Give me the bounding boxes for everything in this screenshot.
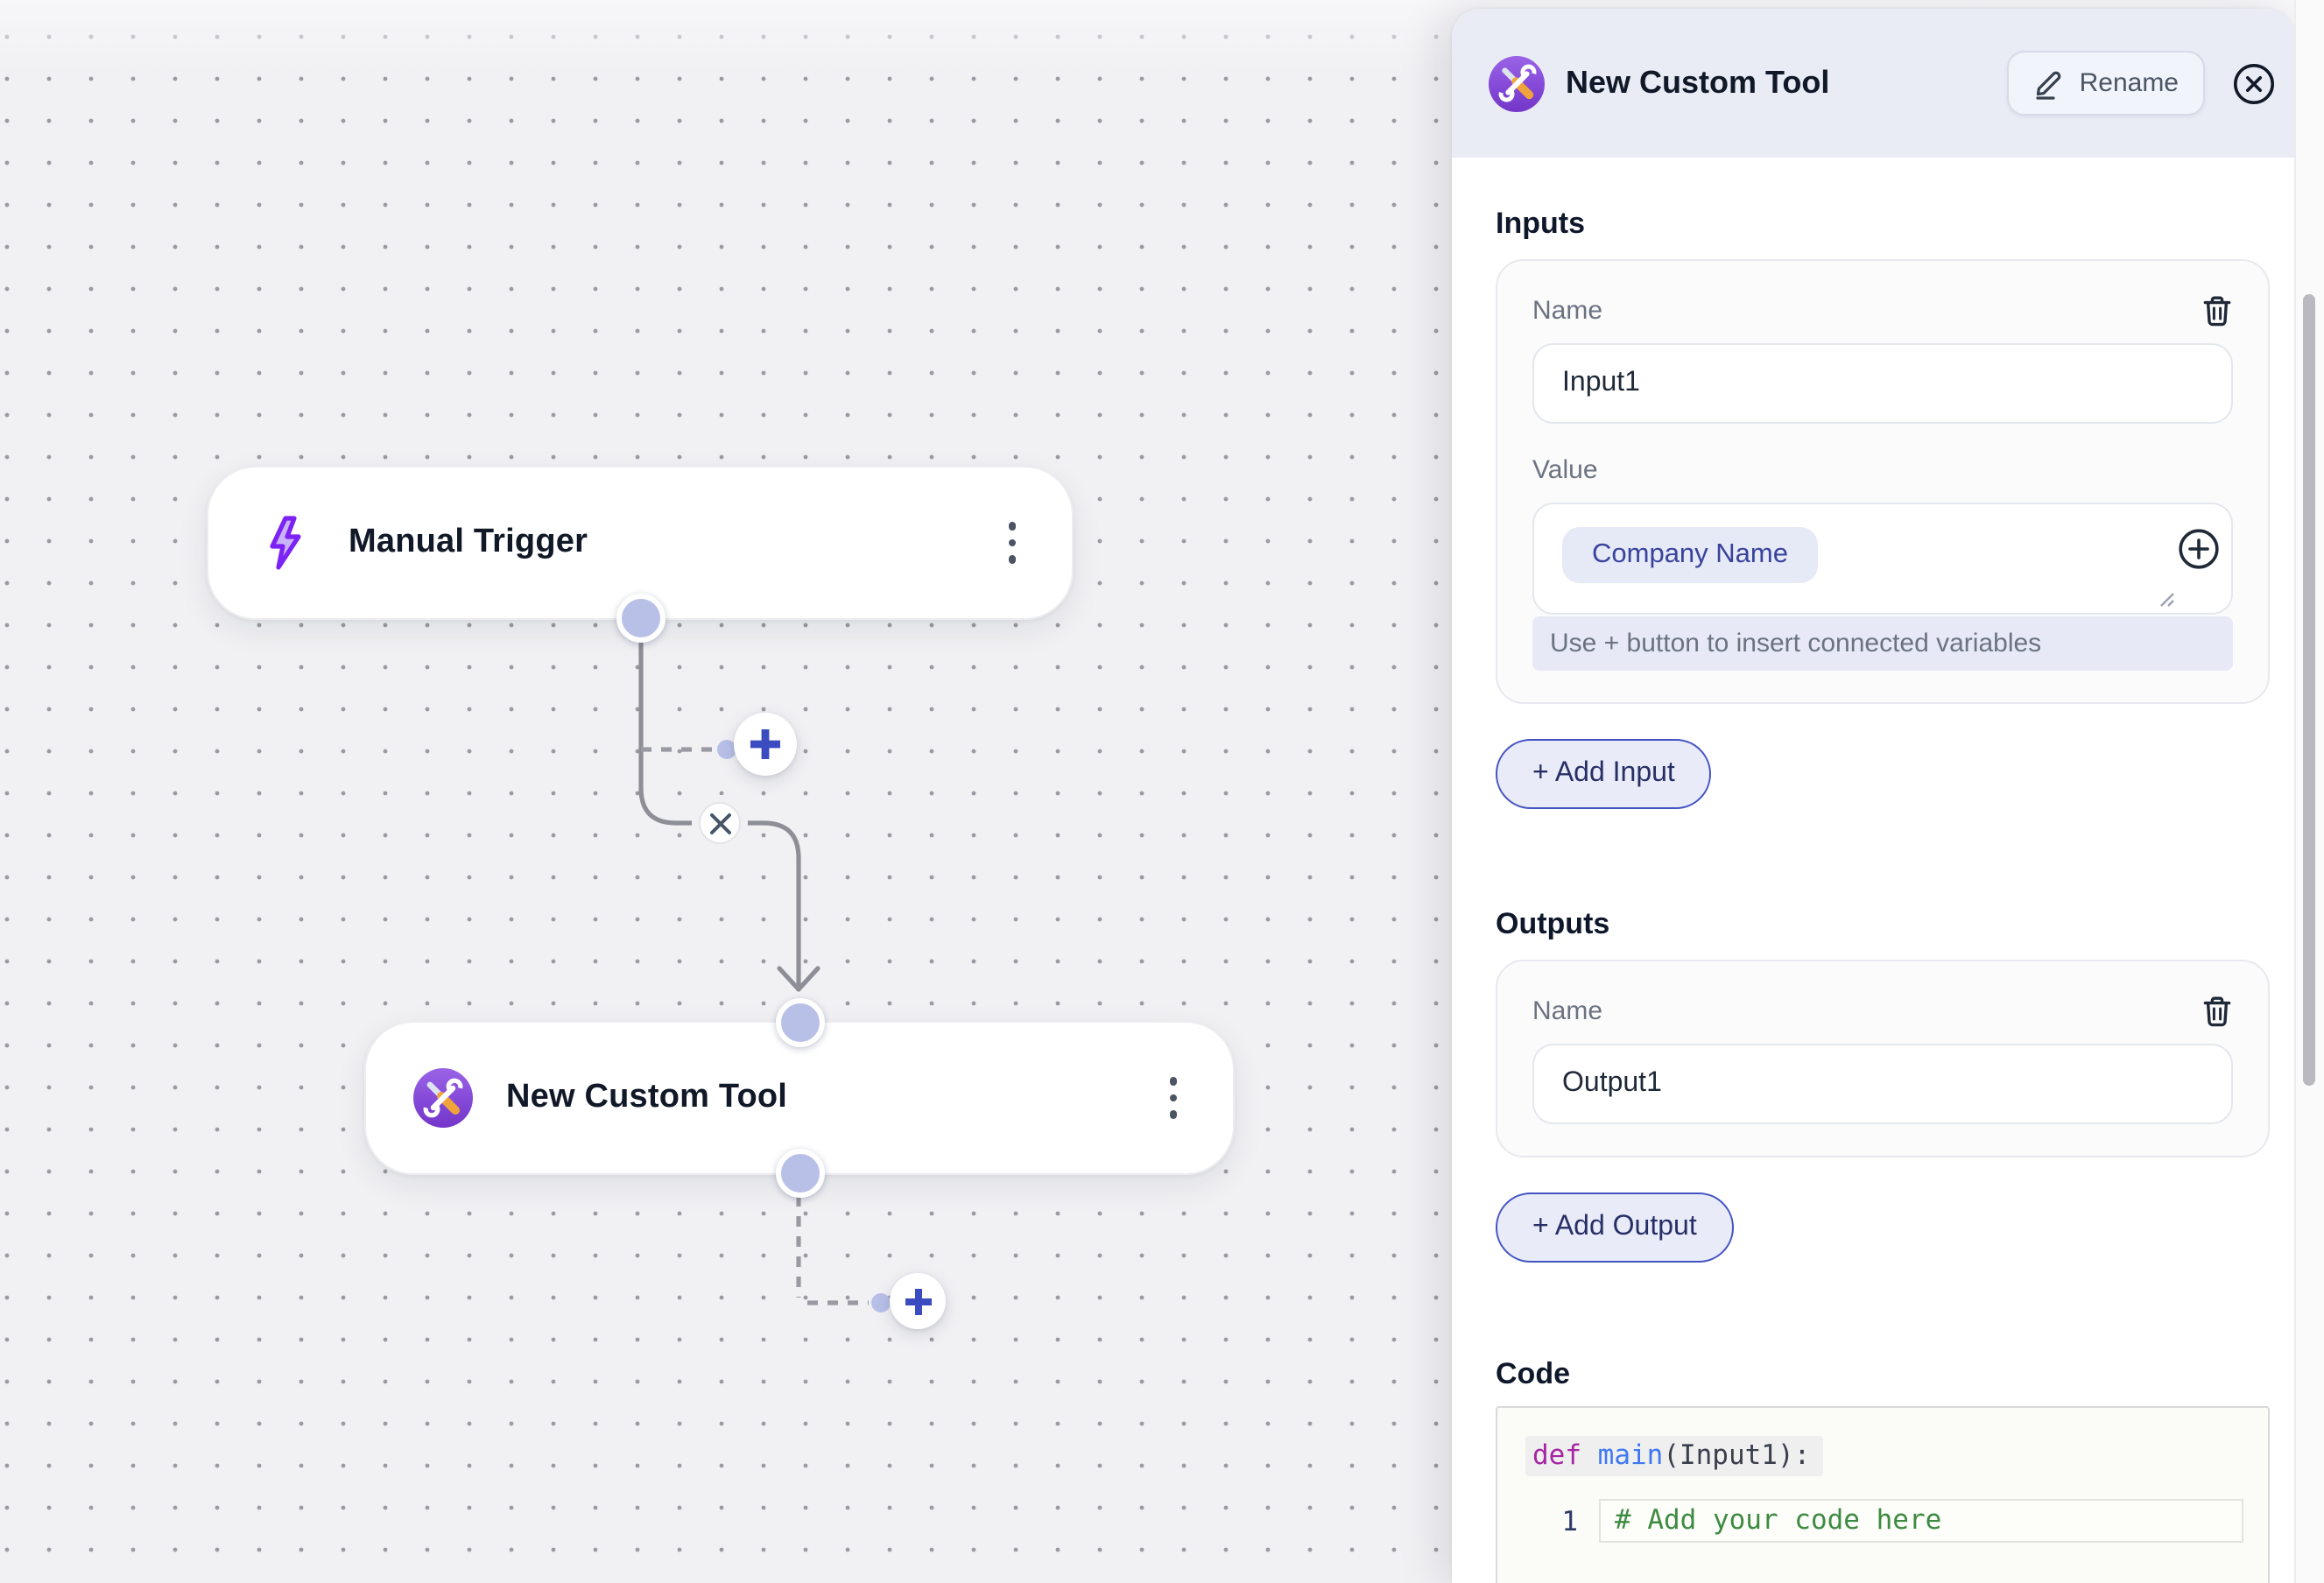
code-keyword: def <box>1532 1439 1581 1471</box>
delete-output-button[interactable] <box>2201 995 2233 1028</box>
code-function-name: main <box>1597 1439 1664 1471</box>
add-node-button[interactable] <box>734 713 797 776</box>
edge-arrowhead-icon <box>777 966 820 992</box>
add-input-button[interactable]: + Add Input <box>1496 739 1712 809</box>
edge-stub-dot <box>717 740 736 759</box>
pencil-icon <box>2036 71 2061 100</box>
node-config-panel: New Custom Tool Rename Inputs Name <box>1452 9 2294 1583</box>
x-icon <box>709 813 730 834</box>
insert-variable-button[interactable] <box>2175 525 2221 571</box>
delete-edge-button[interactable] <box>699 802 741 844</box>
code-heading: Code <box>1496 1357 1570 1390</box>
code-input-line[interactable]: # Add your code here <box>1599 1499 2243 1543</box>
resize-handle-icon[interactable] <box>2156 588 2175 608</box>
kebab-menu-icon[interactable] <box>1001 516 1023 571</box>
add-node-button[interactable] <box>890 1273 946 1329</box>
code-signature: (Input1): <box>1663 1439 1811 1471</box>
outputs-heading: Outputs <box>1496 907 1610 940</box>
inputs-heading: Inputs <box>1496 207 1585 240</box>
scrollbar-thumb[interactable] <box>2303 294 2315 1086</box>
plus-icon <box>905 1288 931 1314</box>
output-card: Name <box>1496 960 2270 1157</box>
line-number: 1 <box>1561 1505 1578 1537</box>
name-label: Name <box>1532 996 1603 1026</box>
tools-icon <box>413 1068 473 1128</box>
plus-icon <box>750 729 780 759</box>
name-label: Name <box>1532 296 1603 326</box>
rename-button[interactable]: Rename <box>2007 51 2205 116</box>
delete-input-button[interactable] <box>2201 294 2233 327</box>
input-port[interactable] <box>775 998 824 1047</box>
code-line-1: 1 # Add your code here <box>1525 1499 2243 1543</box>
value-helper-text: Use + button to insert connected variabl… <box>1532 616 2233 671</box>
scrollbar-gutter <box>2294 0 2324 1583</box>
code-comment: # Add your code here <box>1615 1504 1942 1536</box>
tools-icon <box>1489 55 1545 111</box>
close-icon <box>2233 62 2275 104</box>
input-card: Name Value Company Name <box>1496 259 2270 704</box>
add-output-button[interactable]: + Add Output <box>1496 1193 1734 1263</box>
trash-icon <box>2203 996 2231 1027</box>
close-panel-button[interactable] <box>2229 59 2278 108</box>
edge-stub-dot <box>871 1293 891 1312</box>
plus-circle-icon <box>2178 528 2218 568</box>
kebab-menu-icon[interactable] <box>1162 1071 1184 1126</box>
value-editor[interactable]: Company Name <box>1532 503 2233 615</box>
edge-stub-bottom <box>796 1196 869 1305</box>
node-new-custom-tool[interactable]: New Custom Tool <box>364 998 1235 1198</box>
value-label: Value <box>1532 455 1598 485</box>
node-manual-trigger[interactable]: Manual Trigger <box>207 466 1074 643</box>
rename-label: Rename <box>2079 68 2179 98</box>
output-port[interactable] <box>775 1149 824 1198</box>
node-title: Manual Trigger <box>349 524 588 560</box>
panel-title: New Custom Tool <box>1566 65 1830 100</box>
output-port[interactable] <box>616 594 665 643</box>
output-name-field[interactable] <box>1532 1044 2233 1124</box>
panel-body: Inputs Name Value C <box>1452 207 2294 1583</box>
variable-chip[interactable]: Company Name <box>1562 527 1818 583</box>
lightning-bolt-icon <box>256 513 315 573</box>
input-name-field[interactable] <box>1532 343 2233 424</box>
node-title: New Custom Tool <box>506 1079 788 1115</box>
trash-icon <box>2203 296 2231 327</box>
panel-header: New Custom Tool Rename <box>1452 9 2294 158</box>
